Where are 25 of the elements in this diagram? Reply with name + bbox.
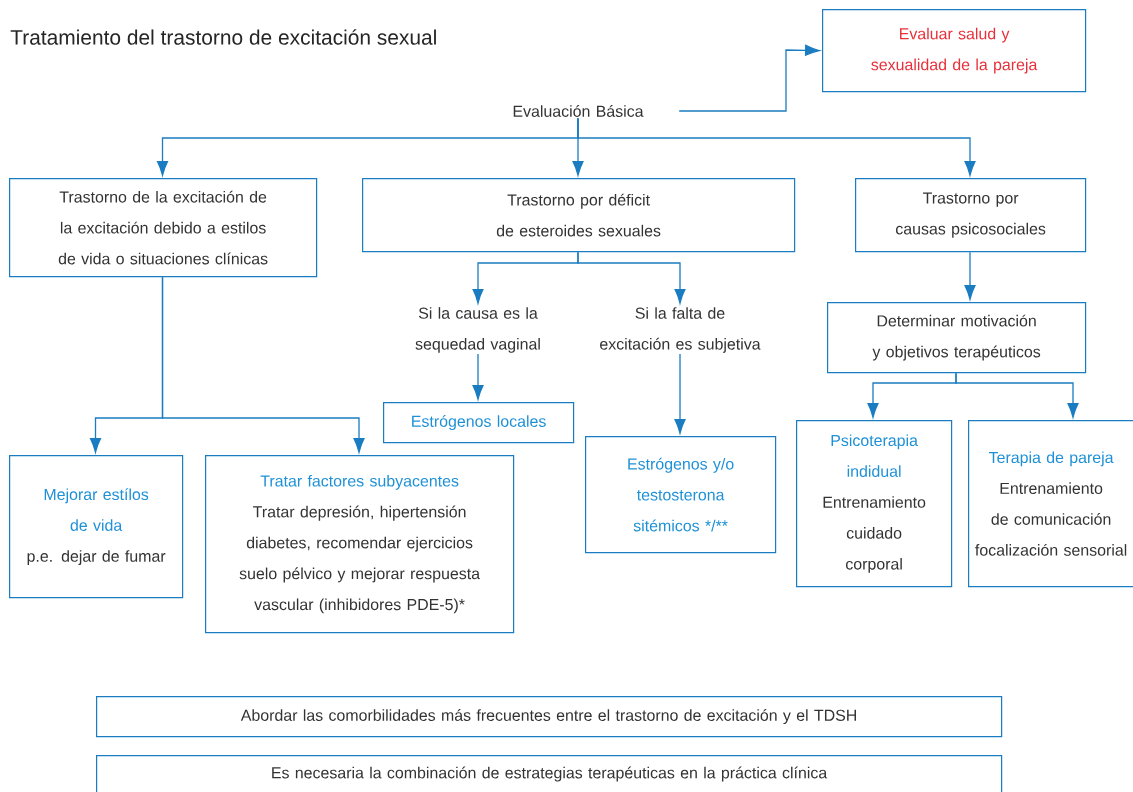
flow-box: Tratar factores subyacentes Tratar depresión, hipertensión diabetes, recomendar ejercicios suelo pélvico y mejorar respuesta vascular (inhibidores PDE-5)* [205,455,515,634]
flow-box: Determinar motivación y objetivos terapéuticos [827,302,1087,374]
flow-box: Es necesaria la combinación de estrategias terapéuticas en la práctica clínica [96,755,1003,792]
flow-box: Evaluar salud y sexualidad de la pareja [822,9,1087,93]
flow-box: Trastorno por déficit de esteroides sexuales [362,178,796,253]
flow-box: Trastorno por causas psicosociales [855,178,1087,253]
arrow [678,44,820,112]
flow-box: Estrógenos locales [383,402,575,444]
flow-box: Trastorno de la excitación de la excitación debido a estilos de vida o situaciones clínicas [9,178,318,278]
flow-box: Abordar las comorbilidades más frecuentes entre el trastorno de excitación y el TDSH [96,696,1003,738]
flow-box: Estrógenos y/o testosterona sitémicos */** [585,436,777,554]
flow-box: Mejorar estílos de vida p.e. dejar de fumar [9,455,184,599]
title: Tratamiento del trastorno de excitación sexual [10,29,436,45]
arrow [577,117,976,176]
flow-box: Terapia de pareja Entrenamiento de comunicación focalización sensorial [968,420,1133,588]
flow-text: Si la causa es la sequedad vaginal [415,307,540,353]
flow-text: Si la falta de excitación es subjetiva [600,307,761,353]
flow-text: Evaluación Básica [513,105,644,117]
arrow [674,353,686,434]
arrow [577,251,686,304]
arrow [472,353,484,400]
arrow [964,251,976,300]
arrow [955,372,1079,418]
arrow [161,276,365,453]
flow-box: Psicoterapia indidual Entrenamiento cuidado corporal [796,420,953,588]
